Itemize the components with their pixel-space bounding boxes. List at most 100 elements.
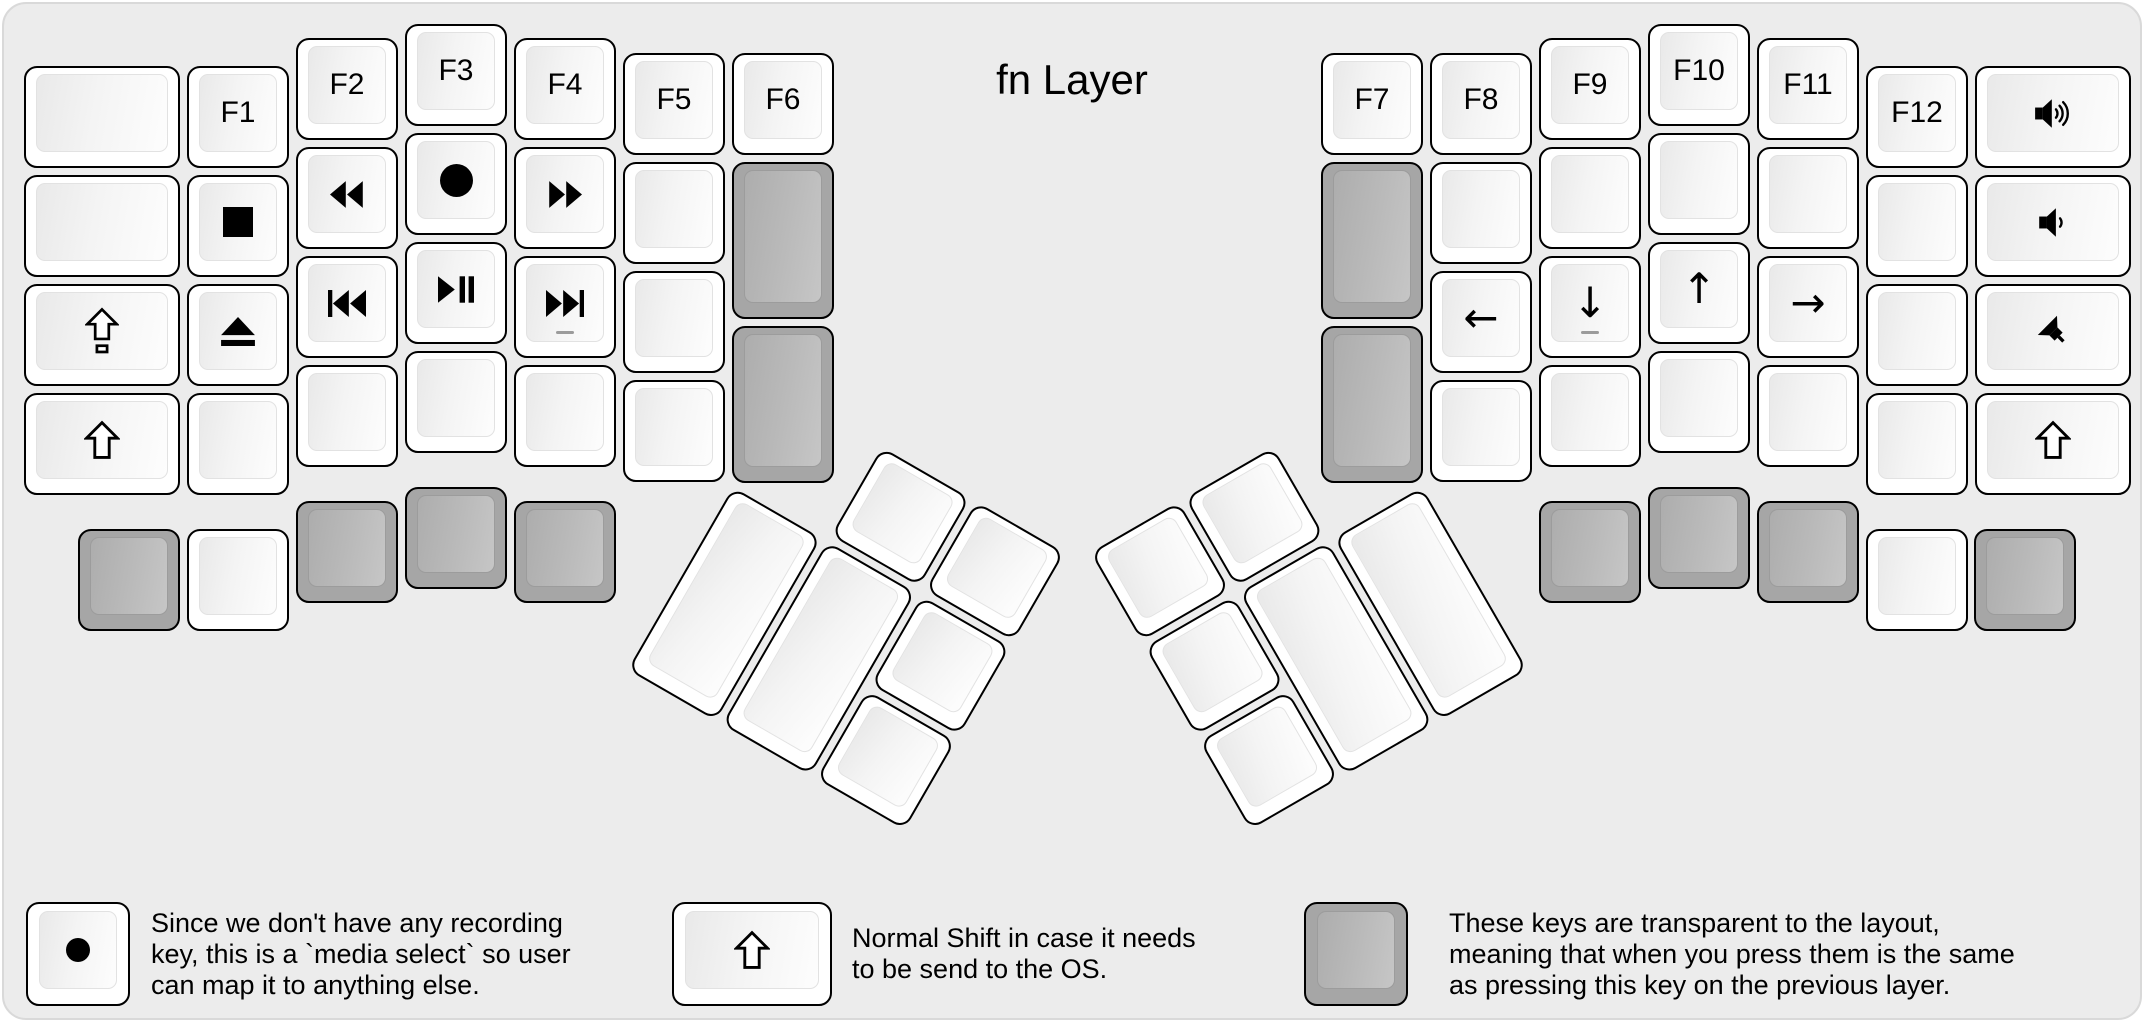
key-arrow-down[interactable]: ↓ [1539,256,1641,358]
key-transparent-right-b1[interactable] [1648,487,1750,589]
key-blank-l2-r3[interactable] [296,365,398,467]
key-rewind-top [308,155,386,233]
key-transparent-right-inner-1[interactable] [1321,162,1423,319]
legend-text-shift: Normal Shift in case it needs to be send… [852,923,1196,985]
key-f1-label: F1 [220,96,256,129]
key-arrow-up[interactable]: ↑ [1648,242,1750,344]
key-blank-r8-r3[interactable] [1430,380,1532,482]
key-fast-forward[interactable] [514,147,616,249]
key-f7[interactable]: F7 [1321,53,1423,155]
key-transparent-right-b4[interactable] [1974,529,2076,631]
key-blank-left-b1-top [199,537,277,615]
key-thumb-left-b-top [943,514,1050,622]
key-blank-r12-r1-top [1878,183,1956,261]
key-transparent-right-inner-2[interactable] [1321,326,1423,483]
key-blank-r8-r1[interactable] [1430,162,1532,264]
key-thumb-right-b-top [1104,514,1211,622]
key-thumb-right-f-top [1213,703,1320,811]
key-transparent-right-b0[interactable] [1539,501,1641,603]
legend-text-transparent: These keys are transparent to the layout… [1449,908,2015,1001]
key-f4[interactable]: F4 [514,38,616,140]
key-f9-top: F9 [1551,46,1629,124]
key-f6-label: F6 [765,83,801,116]
key-f5-label: F5 [656,83,692,116]
key-blank-right-b3[interactable] [1866,529,1968,631]
key-blank-left-b1[interactable] [187,529,289,631]
key-prev-track[interactable] [296,256,398,358]
key-transparent-left-inner-1[interactable] [732,162,834,319]
key-next-track[interactable] [514,256,616,358]
key-blank-r11-r3-top [1769,373,1847,451]
legend-text-record-line1: Since we don't have any recording [151,908,563,938]
legend-text-record: Since we don't have any recording key, t… [151,908,571,1001]
key-f10[interactable]: F10 [1648,24,1750,126]
key-f9[interactable]: F9 [1539,38,1641,140]
key-blank-l4-r3[interactable] [514,365,616,467]
key-blank-l3-r3[interactable] [405,351,507,453]
key-f2-top: F2 [308,46,386,124]
key-record[interactable] [405,133,507,235]
key-f5[interactable]: F5 [623,53,725,155]
key-blank-l5-r3[interactable] [623,380,725,482]
key-blank-r11-r1[interactable] [1757,147,1859,249]
key-blank-l0-r0[interactable] [24,66,180,168]
key-transparent-right-b2[interactable] [1757,501,1859,603]
key-blank-r10-r3[interactable] [1648,351,1750,453]
key-blank-l1-r3-top [199,401,277,479]
key-blank-r12-r1[interactable] [1866,175,1968,277]
key-blank-l0-r1[interactable] [24,175,180,277]
key-mute[interactable] [1975,284,2131,386]
key-blank-l0-r1-top [36,183,168,261]
eject-icon [221,316,255,346]
key-blank-r9-r1[interactable] [1539,147,1641,249]
key-f2[interactable]: F2 [296,38,398,140]
arrow-left-icon: ← [1463,293,1499,342]
legend-text-transparent-line2: meaning that when you press them is the … [1449,939,2015,969]
key-blank-r11-r3[interactable] [1757,365,1859,467]
key-transparent-right-inner-1-top [1333,170,1411,303]
key-blank-r10-r1-top [1660,141,1738,219]
key-f12[interactable]: F12 [1866,66,1968,168]
key-eject[interactable] [187,284,289,386]
key-arrow-right[interactable]: → [1757,256,1859,358]
key-f11[interactable]: F11 [1757,38,1859,140]
key-stop[interactable] [187,175,289,277]
key-eject-top [199,292,277,370]
key-blank-r10-r1[interactable] [1648,133,1750,235]
key-blank-l5-r1-top [635,170,713,248]
key-blank-r11-r1-top [1769,155,1847,233]
key-f8[interactable]: F8 [1430,53,1532,155]
key-transparent-left-b4[interactable] [514,501,616,603]
key-rewind[interactable] [296,147,398,249]
key-f7-label: F7 [1354,83,1390,116]
key-play-pause[interactable] [405,242,507,344]
key-shift-left[interactable] [24,393,180,495]
key-f7-top: F7 [1333,61,1411,139]
legend-text-shift-line1: Normal Shift in case it needs [852,923,1196,953]
key-f6[interactable]: F6 [732,53,834,155]
key-f1[interactable]: F1 [187,66,289,168]
key-transparent-left-inner-2[interactable] [732,326,834,483]
fast-forward-icon [548,180,582,208]
key-arrow-left[interactable]: ← [1430,271,1532,373]
key-caps-shift[interactable] [24,284,180,386]
key-blank-r12-r2[interactable] [1866,284,1968,386]
key-arrow-up-top: ↑ [1660,250,1738,328]
key-prev-track-top [308,264,386,342]
key-volume-up[interactable] [1975,66,2131,168]
key-transparent-left-b0[interactable] [78,529,180,631]
key-blank-r12-r3[interactable] [1866,393,1968,495]
key-f10-top: F10 [1660,32,1738,110]
key-shift-right[interactable] [1975,393,2131,495]
key-thumb-left-e-top [888,609,996,716]
legend-text-transparent-line3: as pressing this key on the previous lay… [1449,970,1951,1000]
key-transparent-left-b2[interactable] [296,501,398,603]
key-f3[interactable]: F3 [405,24,507,126]
key-transparent-left-b3[interactable] [405,487,507,589]
key-blank-r9-r3[interactable] [1539,365,1641,467]
key-volume-down[interactable] [1975,175,2131,277]
key-blank-l5-r2[interactable] [623,271,725,373]
key-blank-l1-r3[interactable] [187,393,289,495]
key-blank-l5-r1[interactable] [623,162,725,264]
key-play-pause-top [417,250,495,328]
